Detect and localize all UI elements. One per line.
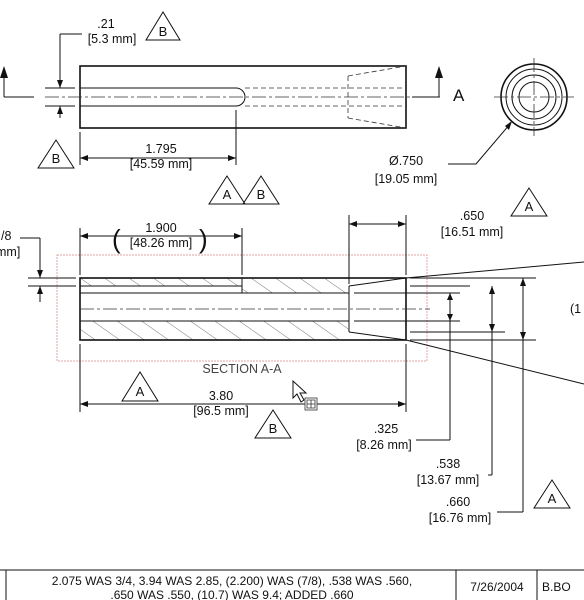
dim-650-mm: [16.51 mm] (441, 225, 504, 239)
dim-660: .660 (446, 495, 470, 509)
mouse-cursor-icon (292, 379, 318, 411)
revision-description-line2: .650 WAS .550, (10.7) WAS 9.4; ADDED .66… (110, 588, 354, 600)
dim-325-mm: [8.26 mm] (356, 438, 412, 452)
svg-text:A: A (136, 384, 145, 399)
dim-325: .325 (374, 422, 398, 436)
top-view: A .21 [5.3 mm] 1.795 [45.59 mm] (0, 17, 465, 171)
revision-block: 2.075 WAS 3/4, 3.94 WAS 2.85, (2.200) WA… (0, 569, 584, 600)
svg-text:B: B (159, 24, 168, 39)
section-arrow-label: A (453, 86, 465, 105)
dim-380: 3.80 (209, 389, 233, 403)
dim-diameter-mm: [19.05 mm] (375, 172, 438, 186)
section-title: SECTION A-A (202, 362, 282, 376)
dim-538: .538 (436, 457, 460, 471)
revision-by: B.BO (542, 580, 571, 594)
dim-1795-mm: [45.59 mm] (130, 157, 193, 171)
end-view: Ø.750 [19.05 mm] (375, 58, 574, 186)
tag-a-mid: A (208, 175, 246, 205)
dim-650: .650 (460, 209, 484, 223)
dim-right-cut: (1 (570, 302, 581, 316)
svg-text:A: A (525, 199, 534, 214)
paren-open: ( (112, 224, 121, 254)
dim-660-mm: [16.76 mm] (429, 511, 492, 525)
tag-b-left: B (37, 139, 75, 169)
dim-diameter: Ø.750 (389, 154, 423, 168)
svg-text:B: B (257, 187, 266, 202)
section-view: SECTION A-A ( ) 1.900 [48.26 mm] .650 [1… (0, 209, 584, 525)
tag-a-right-top: A (510, 187, 548, 217)
revision-date: 7/26/2004 (470, 580, 524, 594)
tag-b-mid: B (242, 175, 280, 205)
dim-021: .21 (97, 17, 114, 31)
dim-1900-mm: [48.26 mm] (130, 236, 193, 250)
svg-text:A: A (223, 187, 232, 202)
revision-tags: B B A B A A B A (37, 11, 571, 509)
tag-b-section: B (254, 409, 292, 439)
tag-a-section: A (121, 371, 159, 402)
tag-b-top: B (145, 11, 181, 41)
dim-380-mm: [96.5 mm] (193, 404, 249, 418)
paren-close: ) (199, 224, 208, 254)
tag-a-right-bottom: A (533, 479, 571, 509)
dim-1795: 1.795 (145, 142, 176, 156)
dim-021-mm: [5.3 mm] (88, 32, 137, 46)
dim-left-cut-mm: mm] (0, 245, 20, 259)
dim-1900: 1.900 (145, 221, 176, 235)
svg-text:B: B (52, 151, 61, 166)
dim-538-mm: [13.67 mm] (417, 473, 480, 487)
svg-text:B: B (269, 421, 278, 436)
svg-text:A: A (548, 491, 557, 506)
dim-left-cut: /8 (1, 229, 11, 243)
top-view-slot (80, 87, 246, 107)
revision-description-line1: 2.075 WAS 3/4, 3.94 WAS 2.85, (2.200) WA… (52, 574, 412, 588)
